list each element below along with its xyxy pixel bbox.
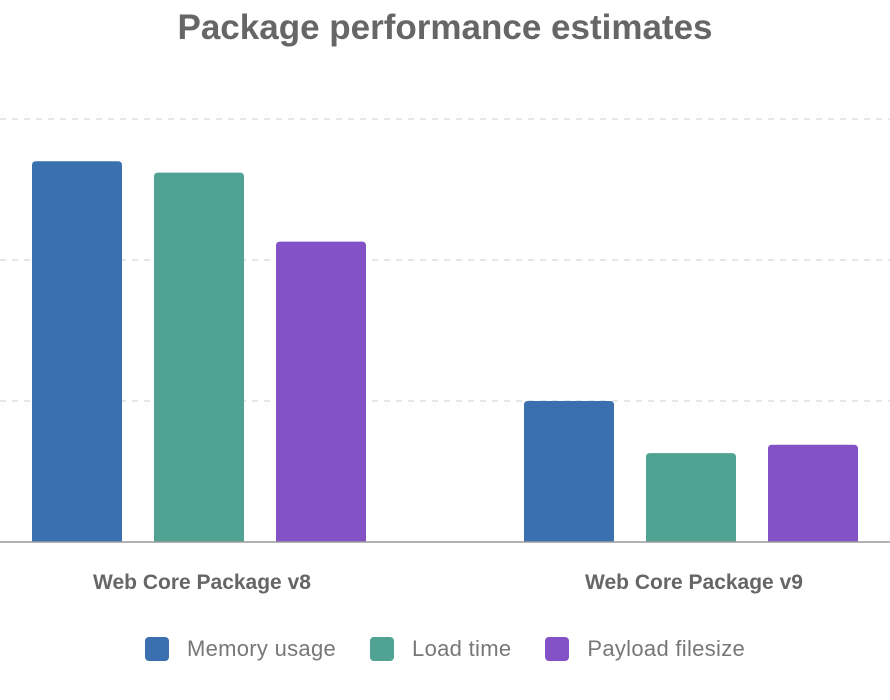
bar-memory-usage-1 (32, 161, 122, 543)
legend: Memory usage Load time Payload filesize (0, 636, 890, 662)
category-labels: Web Core Package v8 Web Core Package v9 (93, 571, 803, 594)
category-label: Web Core Package v8 (93, 571, 311, 594)
legend-item: Payload filesize (545, 636, 745, 662)
bars (32, 161, 858, 543)
legend-swatch (370, 637, 395, 661)
bar-load-time-2 (646, 453, 736, 542)
gridlines (0, 118, 890, 402)
bar-payload-filesize-1 (276, 241, 366, 543)
category-label: Web Core Package v9 (585, 571, 803, 594)
bar-memory-usage-2 (524, 401, 614, 542)
bar-load-time-1 (154, 172, 244, 542)
legend-label: Load time (412, 636, 512, 661)
bar-chart: Package performance estimates Web Core P… (0, 8, 890, 594)
legend-label: Memory usage (186, 636, 337, 661)
legend-label: Payload filesize (587, 636, 746, 661)
chart-title: Package performance estimates (178, 8, 713, 47)
legend-item: Memory usage (144, 636, 337, 662)
bar-payload-filesize-2 (768, 444, 858, 542)
legend-item: Load time (370, 636, 511, 662)
legend-swatch (545, 637, 570, 661)
legend-swatch (144, 637, 169, 661)
